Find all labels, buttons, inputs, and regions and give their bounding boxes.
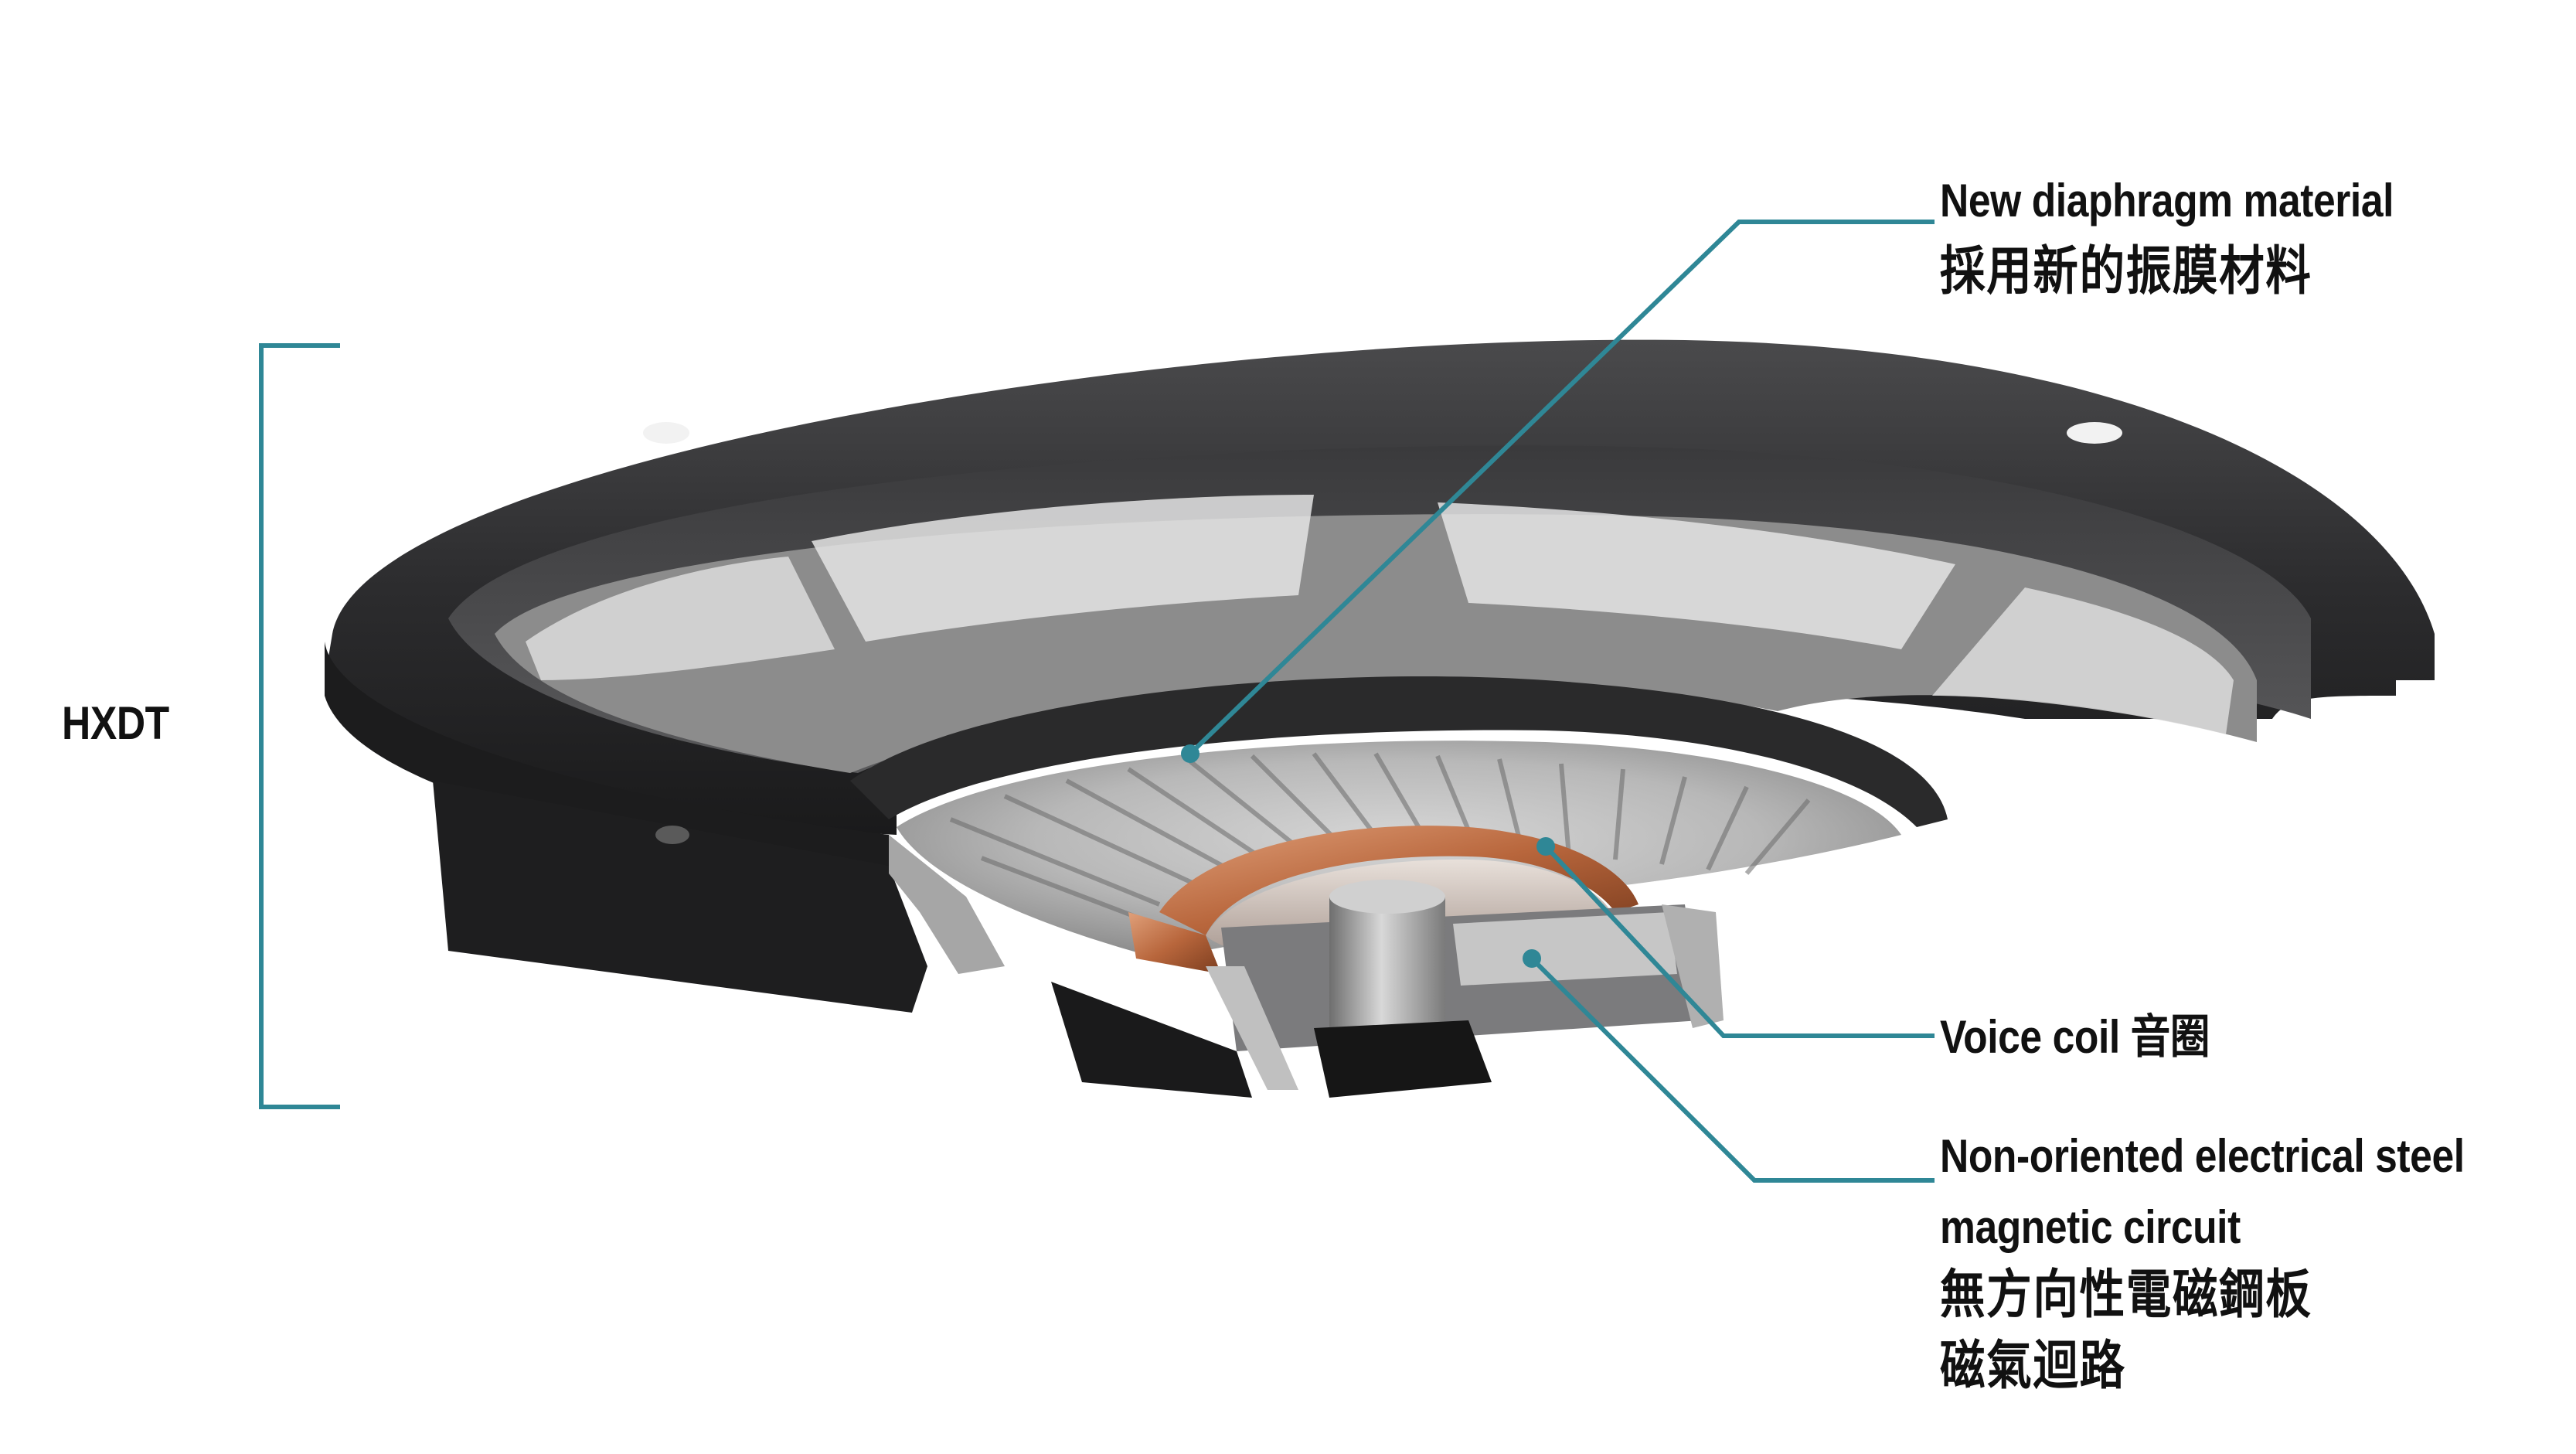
callout-line-diaphragm [1188,220,1935,756]
driver-body [325,339,2435,1013]
callout-dot-diaphragm [1181,744,1200,763]
mounting-hole-right [2067,422,2122,444]
height-label: HXDT [62,697,169,749]
vent-panel-center-right [1438,502,1955,649]
magnetic-circuit-label-en-2: magnetic circuit [1940,1201,2241,1253]
inner-ring [850,676,1948,827]
voice-coil-ring [1159,826,1638,935]
mounting-hole-front [655,826,689,844]
vent-panel-left [526,557,835,680]
voice-coil-label: Voice coil 音圈 [1940,1011,2210,1063]
magnetic-circuit-label-en-1: Non-oriented electrical steel [1940,1130,2465,1182]
foam-damper [1314,1020,1492,1098]
callout-line-magnetic [1530,956,1935,1183]
vent-panel-center-left [812,495,1314,642]
mounting-hole-left [643,422,689,444]
outer-frame-side [325,642,889,873]
lower-cup-outline [1206,966,1298,1090]
callout-dot-magnetic [1523,949,1541,968]
frame-cut-section [889,835,1005,974]
voice-coil-side [1128,912,1221,974]
diaphragm-label-zh: 採用新的振膜材料 [1940,242,2312,301]
callout-dot-voice-coil [1536,837,1555,856]
magnet-plate-highlight [1453,912,1677,986]
magnetic-circuit-label-zh-1: 無方向性電磁鋼板 [1940,1265,2312,1324]
callout-line-voice-coil [1543,844,1935,1038]
driver-internals [850,676,1948,1098]
lower-housing [433,781,927,1013]
right-cup-wall [1662,904,1724,1028]
pole-piece-top [1329,880,1445,914]
magnetic-circuit-label-zh-2: 磁氣迴路 [1940,1337,2126,1395]
height-bracket [259,343,340,1109]
vent-panel-right [1932,587,2234,734]
pole-piece [1329,897,1445,1036]
diaphragm-label-en: New diaphragm material [1940,175,2394,226]
lower-cup [1051,982,1252,1098]
